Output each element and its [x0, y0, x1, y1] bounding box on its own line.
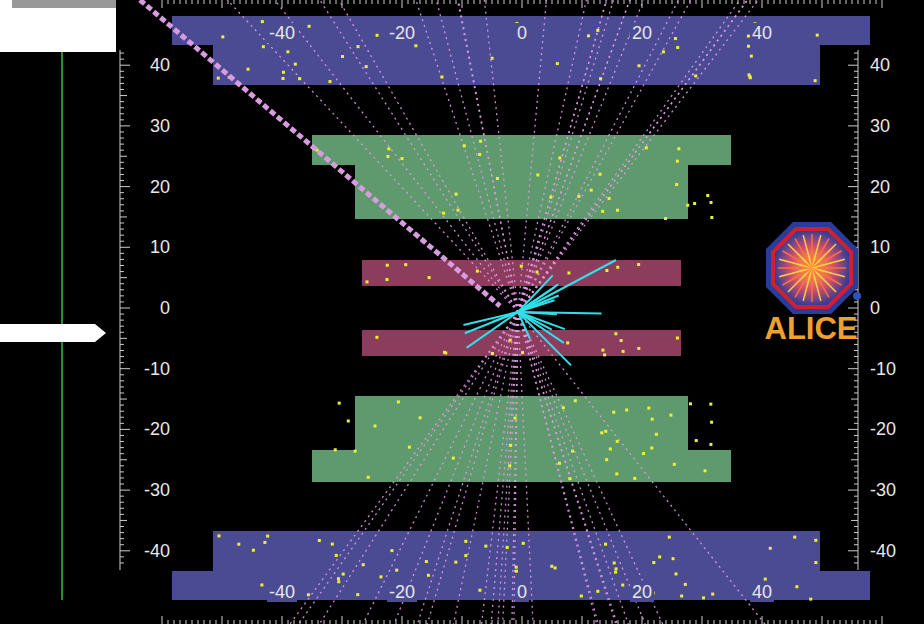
panel-box	[0, 0, 116, 52]
alice-logo	[766, 222, 861, 314]
axis-tick-label: 0	[158, 298, 172, 318]
axis-tick-label: 30	[868, 116, 892, 136]
middle-detector	[312, 396, 731, 482]
logo-text: ALICE	[765, 313, 858, 344]
axis-tick-label: 20	[630, 582, 654, 602]
axis-tick-label: -20	[387, 23, 417, 43]
axis-tick-label: -30	[868, 480, 898, 500]
axis-tick-label: -20	[387, 582, 417, 602]
axis-tick-label: 0	[515, 23, 529, 43]
axis-tick-label: 10	[868, 237, 892, 257]
axis-rulers	[120, 0, 882, 624]
axis-tick-label: 0	[868, 298, 882, 318]
inner-detector	[362, 260, 681, 286]
axis-tick-label: 30	[148, 116, 172, 136]
axis-tick-label: -40	[868, 541, 898, 561]
axis-tick-label: -40	[142, 541, 172, 561]
axis-tick-label: 10	[148, 237, 172, 257]
outer-detector	[172, 16, 870, 85]
axis-tick-label: 20	[630, 23, 654, 43]
axis-tick-label: 20	[868, 177, 892, 197]
axis-tick-label: 40	[148, 55, 172, 75]
thick-track	[140, 0, 500, 306]
slider-arrow	[0, 324, 106, 342]
axis-tick-label: 40	[750, 582, 774, 602]
axis-tick-label: -10	[868, 359, 898, 379]
axis-tick-label: -40	[267, 23, 297, 43]
detector-hits	[217, 20, 819, 601]
middle-detector	[312, 135, 731, 219]
inner-detector	[362, 330, 681, 356]
axis-tick-label: 0	[515, 582, 529, 602]
axis-tick-label: -20	[868, 419, 898, 439]
axis-tick-label: -20	[142, 419, 172, 439]
axis-tick-label: -30	[142, 480, 172, 500]
axis-tick-label: -10	[142, 359, 172, 379]
panel-bar	[12, 0, 116, 8]
axis-tick-label: -40	[267, 582, 297, 602]
axis-tick-label: 40	[868, 55, 892, 75]
axis-tick-label: 20	[148, 177, 172, 197]
axis-tick-label: 40	[750, 23, 774, 43]
